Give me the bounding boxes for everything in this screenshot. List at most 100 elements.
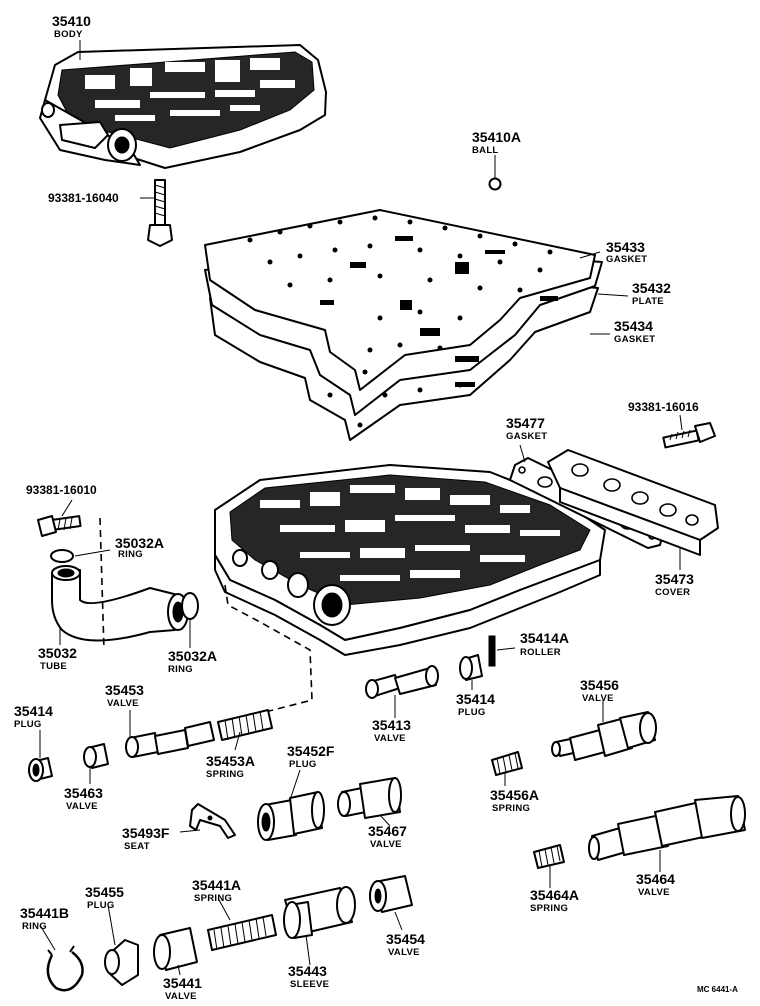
part-number: 35414 <box>14 703 53 719</box>
valve-35453-drawing <box>125 721 215 758</box>
callout-35410: 35410 BODY <box>52 13 91 40</box>
part-number: 35432 <box>632 280 671 296</box>
valve-35456-drawing <box>551 711 657 761</box>
part-name: SPRING <box>530 903 568 914</box>
callout-35032a-lower: 35032A RING <box>168 648 217 675</box>
part-number: 35441 <box>163 975 202 991</box>
valve-35463-drawing <box>83 743 109 769</box>
ring-upper-drawing <box>50 549 74 563</box>
callout-35452f: 35452F PLUG <box>287 743 335 770</box>
tube-drawing <box>51 565 189 642</box>
part-number: 35414 <box>456 691 495 707</box>
valve-35467-drawing <box>337 777 402 819</box>
roller-drawing <box>488 635 496 667</box>
seat-35493f-drawing <box>189 803 236 839</box>
part-number: 35413 <box>372 717 411 733</box>
part-number: 35464A <box>530 887 579 903</box>
part-name: BODY <box>54 29 83 40</box>
callout-35467: 35467 VALVE <box>368 823 407 850</box>
part-name: ROLLER <box>520 647 561 658</box>
part-number: 35410 <box>52 13 91 29</box>
part-name: SPRING <box>492 803 530 814</box>
part-name: COVER <box>655 587 690 598</box>
lower-valve-body-drawing <box>214 464 606 656</box>
callout-35032a-upper: 35032A RING <box>115 535 164 560</box>
callout-93381-16010: 93381-16010 <box>26 483 97 497</box>
cover-gasket-drawing <box>509 449 719 556</box>
part-number: 35433 <box>606 239 645 255</box>
part-name: SLEEVE <box>290 979 329 990</box>
plug-35455-drawing <box>104 939 139 986</box>
part-name: GASKET <box>606 254 647 265</box>
plug-35414-left-drawing <box>28 757 53 782</box>
part-name: VALVE <box>66 801 98 812</box>
callout-93381-16016: 93381-16016 <box>628 400 699 414</box>
callout-35453: 35453 VALVE <box>105 682 144 709</box>
part-number: 35456A <box>490 787 539 803</box>
spring-35464a-drawing <box>533 844 565 869</box>
spring-35453a-drawing <box>217 709 273 741</box>
part-name: RING <box>22 921 47 932</box>
part-name: VALVE <box>107 698 139 709</box>
part-name: SPRING <box>194 893 232 904</box>
callout-35414a: 35414A ROLLER <box>520 630 569 658</box>
callout-35032: 35032 TUBE <box>38 645 77 672</box>
ring-lower-drawing <box>181 592 199 620</box>
bolt-16016-drawing <box>662 422 716 449</box>
callout-35441a: 35441A SPRING <box>192 877 241 904</box>
part-number: 35453 <box>105 682 144 698</box>
callout-35410a: 35410A BALL <box>472 129 521 156</box>
callout-93381-16040: 93381-16040 <box>48 191 119 205</box>
part-name: PLATE <box>632 296 664 307</box>
part-number: 35441A <box>192 877 241 893</box>
part-number: 93381-16040 <box>48 191 119 205</box>
part-number: 35467 <box>368 823 407 839</box>
part-number: 35456 <box>580 677 619 693</box>
callout-35441b: 35441B RING <box>20 905 69 932</box>
part-number: 35493F <box>122 825 170 841</box>
separator-plates-drawing <box>204 209 603 441</box>
bolt-16010-drawing <box>37 515 82 537</box>
upper-valve-body-drawing <box>39 44 327 169</box>
part-name: PLUG <box>87 900 115 911</box>
part-number: 35453A <box>206 753 255 769</box>
callout-35463: 35463 VALVE <box>64 785 103 812</box>
part-name: RING <box>168 664 193 675</box>
part-number: 35443 <box>288 963 327 979</box>
part-number: 35477 <box>506 415 545 431</box>
plug-35414-right-drawing <box>459 654 483 681</box>
part-number: 35414A <box>520 630 569 646</box>
assembly-line-center <box>214 584 313 726</box>
callout-35477: 35477 GASKET <box>506 415 547 442</box>
part-number: 35441B <box>20 905 69 921</box>
part-number: 93381-16016 <box>628 400 699 414</box>
callout-35456a: 35456A SPRING <box>490 787 539 814</box>
part-name: VALVE <box>582 693 614 704</box>
part-number: 93381-16010 <box>26 483 97 497</box>
part-number: 35032 <box>38 645 77 661</box>
part-name: SPRING <box>206 769 244 780</box>
callout-35455: 35455 PLUG <box>85 884 124 911</box>
part-name: PLUG <box>14 719 42 730</box>
spring-35456a-drawing <box>491 751 523 776</box>
callout-35441: 35441 VALVE <box>163 975 202 1002</box>
part-name: VALVE <box>165 991 197 1002</box>
part-number: 35434 <box>614 318 653 334</box>
callout-35464: 35464 VALVE <box>636 871 675 898</box>
part-number: 35454 <box>386 931 425 947</box>
callout-35443: 35443 SLEEVE <box>288 963 329 990</box>
part-number: 35464 <box>636 871 675 887</box>
part-number: 35032A <box>115 535 164 551</box>
callout-35473: 35473 COVER <box>655 571 694 598</box>
callout-35493f: 35493F SEAT <box>122 825 170 852</box>
part-name: GASKET <box>506 431 547 442</box>
callout-35432: 35432 PLATE <box>632 280 671 307</box>
part-number: 35455 <box>85 884 124 900</box>
valve-35413-drawing <box>365 665 439 699</box>
diagram-reference-code: MC 6441-A <box>697 985 738 994</box>
ring-35441b-drawing <box>46 945 84 992</box>
part-number: 35452F <box>287 743 335 759</box>
part-name: RING <box>118 549 143 560</box>
callout-35433: 35433 GASKET <box>606 239 647 265</box>
